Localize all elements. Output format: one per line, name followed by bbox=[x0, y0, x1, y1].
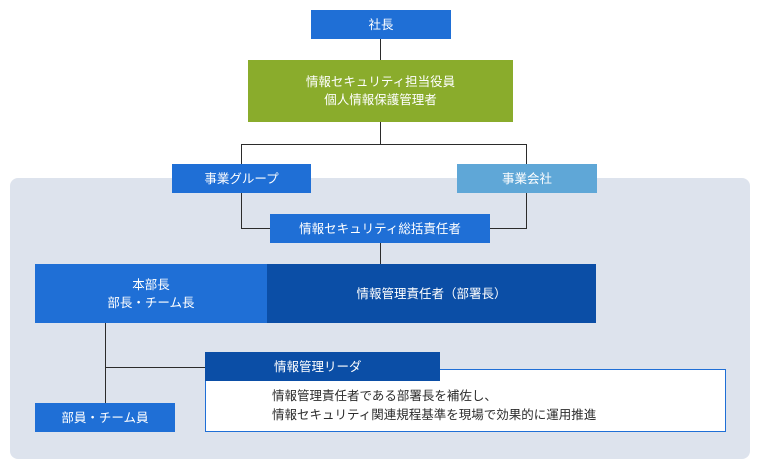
line-to-business-group bbox=[241, 144, 242, 164]
division-head-box: 本部長 部長・チーム長 bbox=[35, 264, 267, 323]
line-company-down bbox=[526, 193, 527, 229]
president-label: 社長 bbox=[368, 16, 394, 32]
division-head-label: 本部長 bbox=[132, 276, 170, 292]
line-to-leader bbox=[105, 367, 206, 368]
info-mgmt-leader-box: 情報管理リーダ bbox=[205, 352, 440, 381]
security-officer-label: 情報セキュリティ担当役員 bbox=[305, 74, 456, 89]
business-group-label: 事業グループ bbox=[204, 170, 279, 186]
leader-description-line-2: 情報セキュリティ関連規程基準を現場で効果的に運用推進 bbox=[272, 407, 597, 422]
leader-description-line-1: 情報管理責任者である部署長を補佐し、 bbox=[272, 388, 497, 403]
line-into-general-left bbox=[241, 228, 270, 229]
line-into-general-right bbox=[490, 228, 527, 229]
department-head-label: 部長・チーム長 bbox=[107, 294, 195, 310]
line-officer-down bbox=[380, 122, 381, 144]
privacy-manager-label: 個人情報保護管理者 bbox=[324, 92, 437, 107]
info-mgmt-leader-label: 情報管理リーダ bbox=[274, 358, 362, 374]
members-label: 部員・チーム員 bbox=[61, 409, 149, 425]
business-company-label: 事業会社 bbox=[501, 170, 552, 186]
leader-description: 情報管理責任者である部署長を補佐し、 情報セキュリティ関連規程基準を現場で効果的… bbox=[272, 386, 596, 424]
security-officer-box: 情報セキュリティ担当役員 個人情報保護管理者 bbox=[248, 60, 513, 122]
president-box: 社長 bbox=[311, 10, 451, 39]
line-to-business-company bbox=[526, 144, 527, 164]
business-group-box: 事業グループ bbox=[172, 164, 311, 193]
line-branch-horizontal bbox=[241, 144, 527, 145]
general-manager-box: 情報セキュリティ総括責任者 bbox=[270, 214, 490, 243]
business-company-box: 事業会社 bbox=[457, 164, 597, 193]
info-mgmt-manager-label: 情報管理責任者（部署長） bbox=[356, 285, 507, 301]
members-box: 部員・チーム員 bbox=[35, 403, 175, 432]
line-division-down bbox=[105, 323, 106, 403]
line-president-officer bbox=[380, 39, 381, 60]
info-mgmt-manager-box: 情報管理責任者（部署長） bbox=[267, 264, 596, 323]
general-manager-label: 情報セキュリティ総括責任者 bbox=[299, 220, 461, 236]
line-group-down bbox=[241, 193, 242, 229]
line-general-down bbox=[380, 243, 381, 264]
